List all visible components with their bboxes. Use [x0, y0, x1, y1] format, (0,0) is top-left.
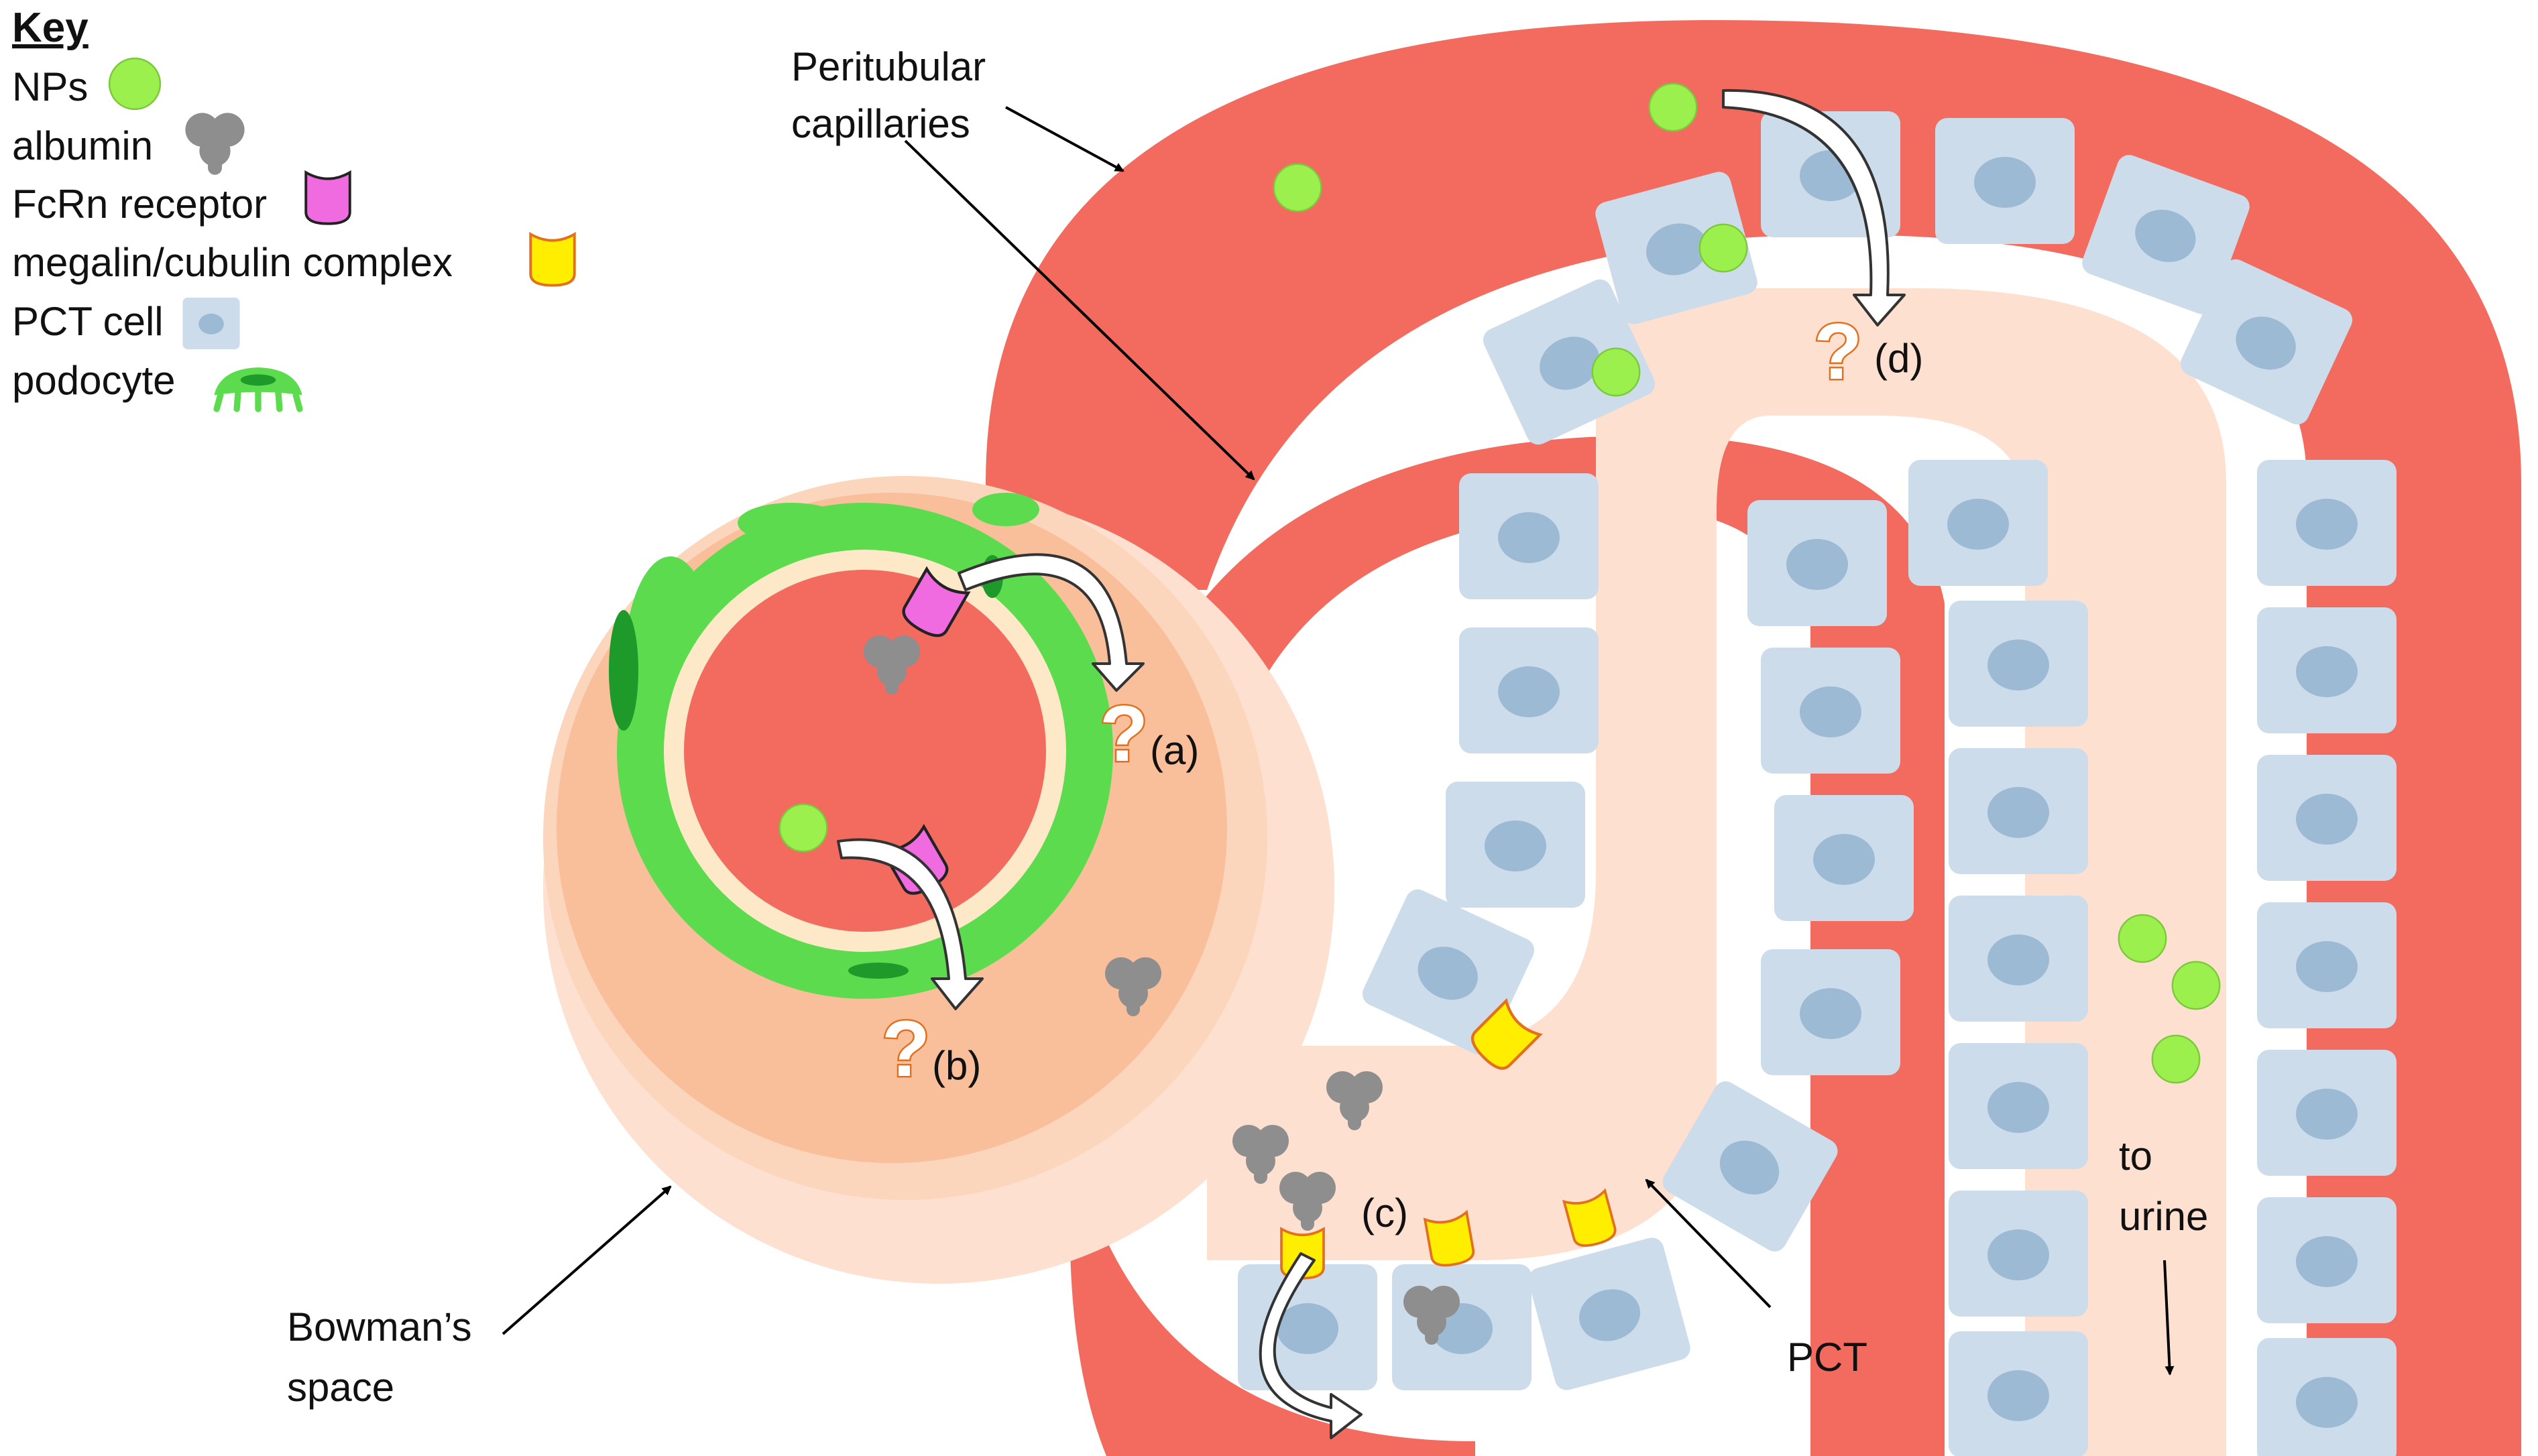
legend-item-albumin: albumin — [12, 123, 153, 168]
legend-title: Key — [12, 5, 89, 51]
nanoparticle-icon — [1591, 347, 1641, 397]
albumin-icon — [185, 113, 245, 175]
step-label-d: (d) — [1874, 336, 1923, 381]
nanoparticle-icon — [2118, 914, 2167, 963]
step-label-a: (a) — [1150, 728, 1199, 773]
peritubular-capillaries-label-line1: Peritubular — [791, 44, 986, 89]
question-mark-a: ? — [1100, 690, 1148, 778]
megalin-cubulin-icon — [1425, 1212, 1475, 1268]
process-arrows — [837, 88, 1906, 1439]
legend-item-podocyte: podocyte — [12, 358, 176, 403]
peritubular-capillaries-label-line2: capillaries — [791, 101, 970, 146]
pointer-arrows — [502, 106, 2175, 1376]
legend-item-megalin: megalin/cubulin complex — [12, 240, 453, 285]
step-labels: (a) (b) (c) (d) — [932, 336, 1923, 1235]
nanoparticle-icon — [1648, 82, 1698, 132]
step-label-b: (b) — [932, 1043, 981, 1088]
fcrn-receptor-icon — [306, 172, 350, 223]
question-mark-d: ? — [1814, 308, 1862, 396]
nanoparticle-icon — [108, 57, 162, 111]
bowmans-space-label-line1: Bowman’s — [287, 1305, 472, 1349]
bowmans-space-label-line2: space — [287, 1365, 394, 1410]
to-urine-label-line2: urine — [2119, 1194, 2208, 1239]
pct-label: PCT — [1787, 1335, 1867, 1380]
region-labels: Peritubular capillaries Bowman’s space P… — [287, 44, 2208, 1410]
legend-item-fcrn: FcRn receptor — [12, 182, 267, 227]
nanoparticle-icon — [1273, 163, 1322, 213]
question-mark-b: ? — [882, 1005, 930, 1093]
legend: Key NPs albumin FcRn receptor megalin/cu… — [12, 5, 575, 409]
legend-item-pct-cell: PCT cell — [12, 299, 164, 344]
pct-cell-icon — [182, 298, 240, 349]
megalin-cubulin-icon — [530, 234, 575, 285]
legend-item-nps: NPs — [12, 64, 88, 109]
nanoparticle-icon — [778, 803, 828, 853]
podocyte-icon — [214, 367, 302, 409]
question-marks: ? ? ? — [880, 306, 1864, 1095]
nanoparticle-icon — [2171, 961, 2221, 1010]
tubule-lumen — [1207, 288, 2226, 1456]
nanoparticle-icon — [2151, 1034, 2201, 1084]
nanoparticle-icon — [1698, 223, 1748, 273]
to-urine-label-line1: to — [2119, 1134, 2152, 1178]
step-label-c: (c) — [1361, 1191, 1408, 1235]
